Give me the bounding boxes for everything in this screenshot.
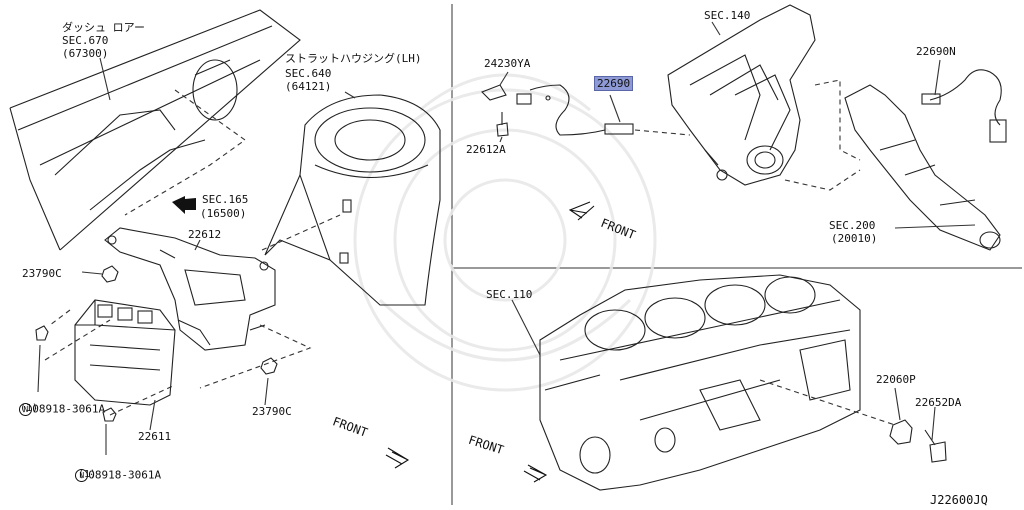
engine-block — [539, 274, 861, 491]
nut-label-top: 23790C — [22, 267, 62, 280]
bolt-22652da-label: 22652DA — [915, 396, 962, 409]
sensor-highlight-label: 22690 — [594, 76, 634, 91]
nut-23790c-top — [101, 265, 119, 283]
sec165-arrow — [172, 196, 196, 214]
dash-floor-label-sec: SEC.670 — [62, 34, 109, 47]
front-arrow-bottom-right — [523, 464, 548, 483]
clip-label: 24230YA — [484, 57, 531, 70]
n-marker-bottom: N — [75, 469, 89, 482]
bolt-08918-top — [35, 325, 49, 341]
sec200-label: SEC.200 — [829, 219, 876, 232]
bolt-22652da — [924, 429, 947, 463]
oxygen-sensor-22690n — [921, 69, 1007, 143]
bolt-code-bottom: 08918-3061A — [88, 468, 162, 482]
leader-solid-bottom-right — [511, 299, 936, 441]
leader-dashed-top-right — [634, 79, 861, 191]
sec165-label: SEC.165 — [202, 193, 249, 206]
strut-housing-label-code: (64121) — [285, 80, 332, 93]
leader-solid-left — [37, 57, 356, 455]
knock-sensor-22060p — [889, 419, 913, 445]
watermark-emblem — [353, 73, 657, 392]
strut-housing-label-jp: ストラットハウジング(LH) — [285, 52, 422, 65]
strut-housing-label-sec: SEC.640 — [285, 67, 332, 80]
bolt-qty-bottom: (1) — [78, 469, 97, 480]
ecm-label: 22611 — [138, 430, 172, 443]
sec110-label: SEC.110 — [486, 288, 533, 301]
sensor-22690n-label: 22690N — [916, 45, 956, 58]
leader-solid-top-right — [499, 21, 976, 229]
bolt-22612a — [496, 112, 509, 137]
leader-dashed-bottom-right — [759, 379, 896, 426]
dash-floor-label-jp: ダッシュ ロアー — [62, 21, 145, 34]
exhaust-manifold — [667, 4, 816, 186]
sec140-label: SEC.140 — [704, 9, 751, 22]
nut-23790c-bottom — [260, 357, 278, 375]
bolt-code-top: 08918-3061A — [32, 402, 106, 416]
strut-housing — [264, 94, 441, 306]
front-arrow-left — [385, 447, 410, 469]
highlighted-part: 22690 — [594, 76, 634, 91]
dash-lower-panel — [9, 9, 301, 251]
bolt-08918-bottom — [102, 407, 117, 422]
bolt-22612a-label: 22612A — [466, 143, 506, 156]
ecm-unit — [74, 299, 176, 406]
front-arrow-top-right — [568, 201, 595, 221]
sec165-code: (16500) — [200, 207, 247, 220]
bolt-qty-top: (1) — [20, 403, 39, 414]
catalytic-converter — [844, 84, 1001, 251]
leader-dashed-left — [44, 89, 341, 416]
knock-sensor-label: 22060P — [876, 373, 916, 386]
sec200-code: (20010) — [831, 232, 878, 245]
clip-24230ya — [481, 84, 507, 101]
nut-label-bottom: 23790C — [252, 405, 292, 418]
diagram-code: J22600JQ — [930, 493, 988, 507]
bracket-label: 22612 — [188, 228, 222, 241]
dash-floor-label-code: (67300) — [62, 47, 109, 60]
n-marker-top: N — [19, 403, 33, 416]
ecm-bracket — [104, 227, 276, 351]
oxygen-sensor-22690 — [516, 84, 634, 136]
